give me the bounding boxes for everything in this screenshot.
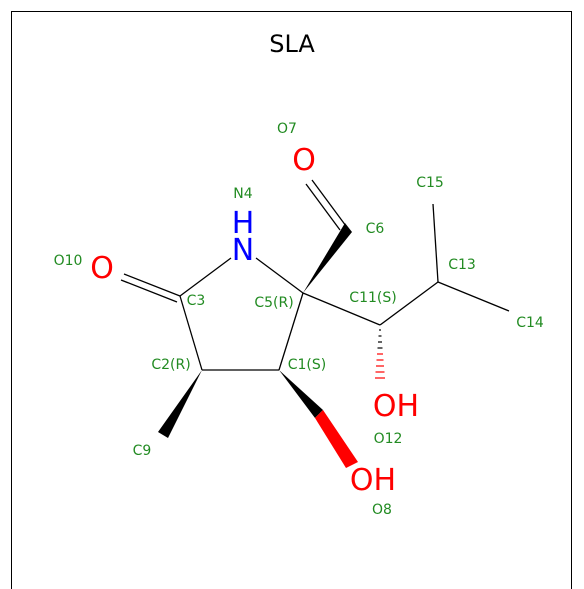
bond-c6-o7-b (305, 183, 341, 231)
element-symbols: H N O O OH OH (90, 143, 419, 498)
label-c15: C15 (416, 175, 444, 191)
wedge-c5-c6 (303, 223, 352, 293)
bonds (120, 179, 510, 371)
diagram-frame (11, 11, 572, 589)
label-o12: O12 (374, 431, 403, 447)
bond-c1-c5 (278, 292, 304, 371)
wedge-c2-c9 (158, 370, 202, 438)
wedge-bonds (158, 223, 358, 468)
label-o10: O10 (54, 253, 83, 269)
o12-symbol: OH (373, 389, 419, 424)
label-o8: O8 (372, 502, 392, 518)
n4-h-symbol: H (232, 206, 255, 241)
label-c1: C1(S) (288, 357, 327, 373)
label-n4: N4 (233, 186, 252, 202)
label-c11: C11(S) (349, 290, 396, 306)
wedge-c1-o8-red (315, 410, 358, 468)
o8-symbol: OH (350, 463, 396, 498)
hashed-bond-c11-o12 (375, 329, 385, 379)
label-c9: C9 (133, 443, 152, 459)
bond-c5-c11 (302, 292, 381, 326)
o7-symbol: O (292, 143, 316, 178)
bond-n4-c5 (255, 257, 304, 294)
label-o7: O7 (277, 121, 297, 137)
label-c14: C14 (516, 315, 544, 331)
bond-c6-o7-a (311, 179, 347, 227)
o10-symbol: O (90, 251, 114, 286)
label-c5: C5(R) (254, 295, 293, 311)
bond-c13-c15 (432, 203, 439, 283)
atom-labels: O7 N4 C15 C6 O10 C13 C11(S) C3 C5(R) C14… (54, 121, 544, 518)
n4-n-symbol: N (232, 233, 254, 268)
bond-c3-c2 (179, 295, 203, 371)
label-c6: C6 (366, 221, 385, 237)
bond-c3-o10-b (120, 279, 178, 303)
bond-n4-c3 (179, 257, 232, 297)
bond-c13-c14 (437, 281, 510, 312)
bond-c3-o10-a (123, 273, 181, 297)
molecule-title: SLA (269, 30, 315, 58)
label-c13: C13 (448, 257, 476, 273)
label-c3: C3 (187, 293, 206, 309)
bond-c11-c13 (379, 281, 439, 326)
wedge-c1-o8-black (279, 370, 323, 418)
label-c2: C2(R) (151, 357, 190, 373)
